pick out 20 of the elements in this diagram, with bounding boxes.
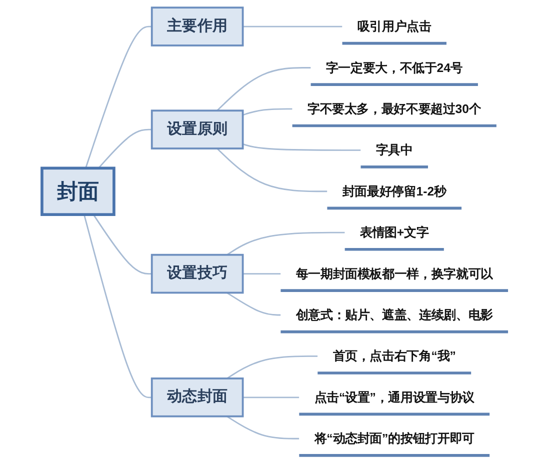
connector: [226, 416, 300, 440]
connector: [242, 143, 361, 151]
connector: [98, 128, 152, 169]
connector: [92, 214, 152, 274]
connector: [242, 396, 300, 398]
connector: [85, 26, 152, 168]
connector: [216, 148, 328, 192]
connector: [242, 26, 342, 28]
connector: [216, 67, 311, 112]
connector: [242, 108, 292, 116]
node-box: 主要作用: [150, 6, 244, 46]
node-box: 设置技巧: [150, 254, 244, 294]
connector: [226, 292, 281, 316]
node-box: 设置原则: [150, 110, 244, 150]
connector: [226, 355, 318, 380]
node-box: 动态封面: [150, 378, 244, 418]
connector: [83, 214, 152, 398]
connector: [226, 232, 345, 256]
connector: [242, 273, 281, 274]
node-box: 封面: [40, 166, 116, 216]
